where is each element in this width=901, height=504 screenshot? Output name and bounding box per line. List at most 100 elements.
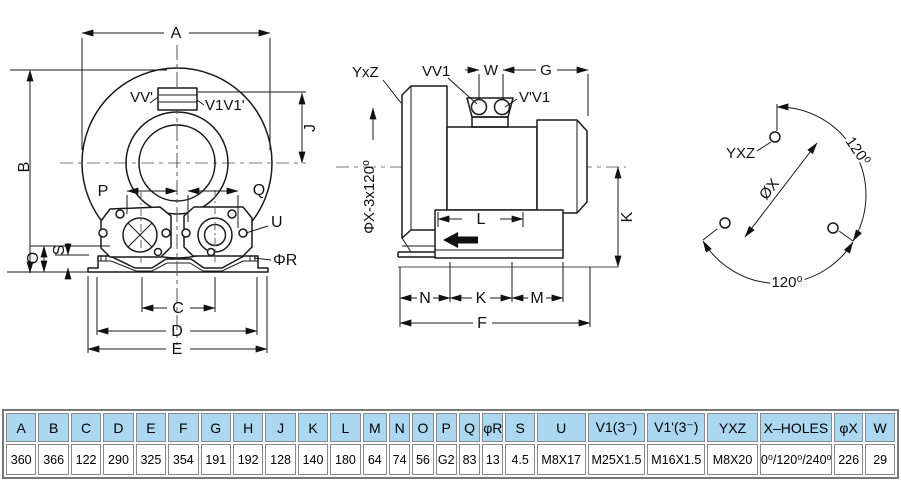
yxz-hole-label: YXZ xyxy=(726,145,755,162)
dim-value: 325 xyxy=(135,444,167,475)
dim-g-label: G xyxy=(540,62,552,79)
dim-l-label: L xyxy=(477,211,486,228)
col-header: L xyxy=(330,413,361,442)
terminal-boss-base xyxy=(471,116,509,128)
col-header: φR xyxy=(482,413,504,442)
table-value-row: 360 366 122 290 325 354 191 192 128 140 … xyxy=(6,444,895,475)
diameter-arrow xyxy=(744,142,818,238)
col-header: U xyxy=(536,413,586,442)
pump-body xyxy=(446,126,538,211)
dim-value: 360 xyxy=(6,444,37,475)
col-header: Q xyxy=(458,413,481,442)
arc-120-right xyxy=(776,103,867,242)
dim-value: 122 xyxy=(70,444,102,475)
phi-r-label: ΦR xyxy=(273,252,297,269)
dim-value: M16X1.5 xyxy=(647,444,706,475)
dim-o-label: O xyxy=(25,252,42,264)
dim-d: D xyxy=(96,277,258,340)
col-header: φX xyxy=(833,413,864,442)
vprime-v1-label: V'V1 xyxy=(519,89,550,106)
dim-k-right: K xyxy=(614,166,636,268)
foot-hole-ticks xyxy=(100,256,256,261)
yxz-leader xyxy=(756,141,772,152)
dim-value: 56 xyxy=(412,444,434,475)
dim-value: 83 xyxy=(458,444,481,475)
v1v1-label: V1V1' xyxy=(205,97,245,114)
dim-d-label: D xyxy=(171,323,183,340)
dim-k-right-label: K xyxy=(619,211,636,222)
col-header: V1'(3⁻) xyxy=(647,413,706,442)
base-inner-line xyxy=(98,260,258,272)
angle-right-label: 120⁰ xyxy=(842,134,874,169)
col-header: W xyxy=(865,413,895,442)
col-header: E xyxy=(135,413,167,442)
dim-a-label: A xyxy=(171,25,182,42)
dim-value: 226 xyxy=(833,444,864,475)
yxz-label: YxZ xyxy=(352,64,379,81)
dim-j: J xyxy=(198,91,319,164)
col-header: B xyxy=(38,413,69,442)
col-header: N xyxy=(388,413,411,442)
callout-vv: VV' xyxy=(130,89,159,106)
table-header-row: A B C D E F G H J K L M N O P Q φR S U V… xyxy=(6,413,895,442)
left-port-cross xyxy=(127,222,153,248)
motor xyxy=(536,119,588,214)
vv1-label: VV1 xyxy=(422,63,450,80)
dim-c: C xyxy=(141,277,216,317)
dim-value: M8X20 xyxy=(707,444,758,475)
dim-value: 180 xyxy=(330,444,361,475)
dim-value: 0⁰/120⁰/240⁰ xyxy=(759,444,832,475)
top-boss-lines xyxy=(158,94,197,103)
dimension-table: A B C D E F G H J K L M N O P Q φR S U V… xyxy=(2,409,899,479)
dim-value: 366 xyxy=(38,444,69,475)
dim-j-label: J xyxy=(302,124,319,132)
col-header: C xyxy=(70,413,102,442)
dim-value: 290 xyxy=(103,444,134,475)
dim-e-label: E xyxy=(172,341,183,358)
col-header: X–HOLES xyxy=(759,413,832,442)
front-view: A B J P Q U ΦR xyxy=(7,25,319,358)
callout-u: U xyxy=(245,214,283,234)
bolt-hole-right xyxy=(827,222,839,234)
dim-p-label: P xyxy=(98,183,109,200)
dim-value: 192 xyxy=(232,444,264,475)
dim-value: 29 xyxy=(865,444,895,475)
dim-m: M xyxy=(449,262,564,307)
dim-q-label: Q xyxy=(253,182,265,199)
dim-l: L xyxy=(437,211,524,228)
dim-a: A xyxy=(81,25,271,150)
dim-s-label: S xyxy=(51,245,68,256)
callout-flange-holes: ΦX-3x120⁰ xyxy=(361,107,378,234)
dim-value: 140 xyxy=(297,444,329,475)
col-header: M xyxy=(362,413,387,442)
col-header: A xyxy=(6,413,37,442)
dim-value: 64 xyxy=(362,444,387,475)
callout-phi-r: ΦR xyxy=(253,252,297,269)
bolt-hole-top xyxy=(769,131,781,143)
dim-f-label: F xyxy=(477,315,487,332)
col-header: G xyxy=(200,413,231,442)
col-header: H xyxy=(232,413,264,442)
col-header: K xyxy=(297,413,329,442)
col-header: D xyxy=(103,413,134,442)
flange-holes-label: ΦX-3x120⁰ xyxy=(361,160,378,234)
col-header: F xyxy=(168,413,199,442)
dim-c-label: C xyxy=(172,300,184,317)
arc-120-bottom xyxy=(702,240,854,284)
inlet-flange-lines xyxy=(401,86,440,253)
dim-m-label: M xyxy=(530,290,543,307)
side-view: L W G YxZ VV1 V'V1 xyxy=(336,62,636,332)
diameter-label: ØX xyxy=(756,176,783,204)
vv-label: VV' xyxy=(130,89,153,106)
callout-vv1: VV1 xyxy=(422,63,478,105)
flange-bolt-holes xyxy=(98,209,248,257)
bottom-housing xyxy=(434,209,564,259)
angle-bottom-label: 120⁰ xyxy=(771,274,802,291)
dim-p: P xyxy=(98,183,178,214)
airflow-arrow xyxy=(443,232,478,248)
gland-vprime-v1 xyxy=(493,98,511,116)
dim-q: Q xyxy=(187,182,265,228)
dim-value: 191 xyxy=(200,444,231,475)
base-profile xyxy=(87,255,269,273)
dim-value: 4.5 xyxy=(505,444,535,475)
